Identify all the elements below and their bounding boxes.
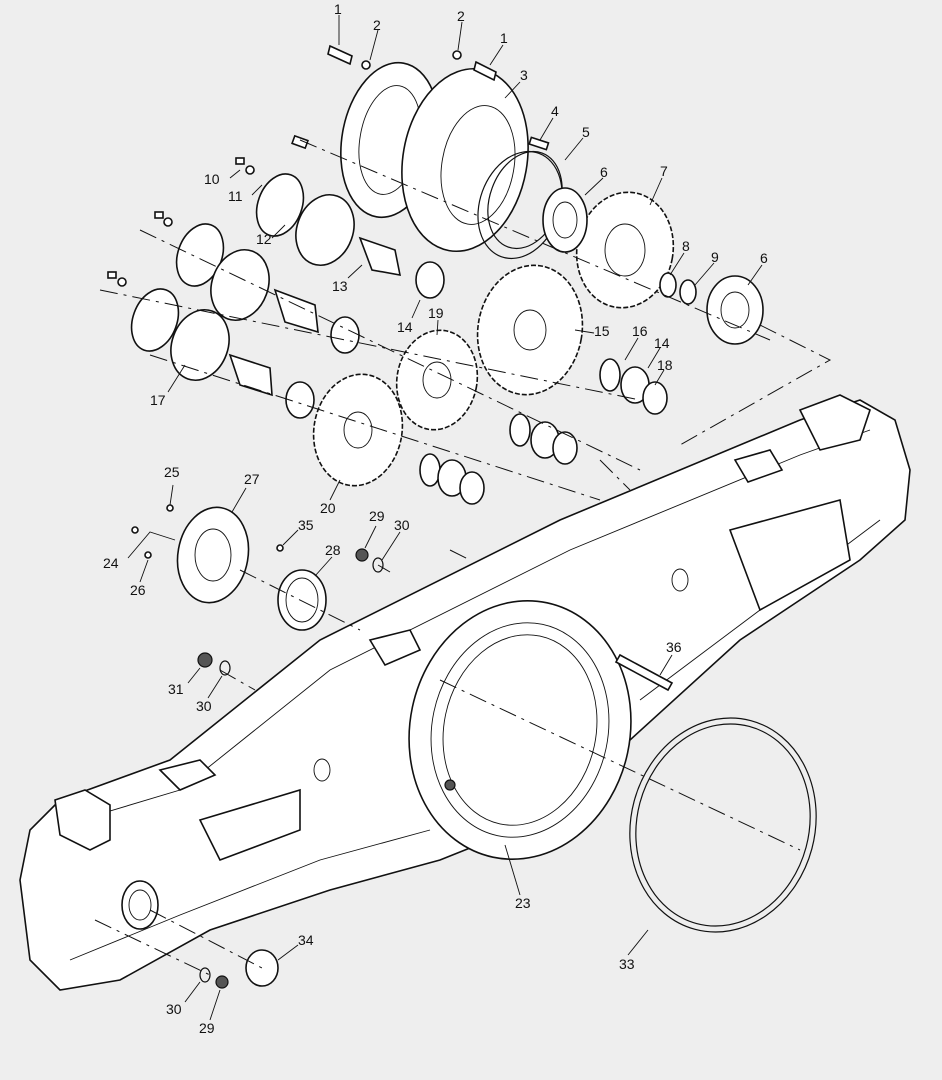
bearings-and-rings [285, 150, 764, 505]
callout-19: 19 [428, 305, 444, 321]
gear-train [312, 191, 675, 487]
callout-6a: 6 [600, 164, 608, 180]
callout-29b: 29 [199, 1020, 215, 1036]
callout-35: 35 [298, 517, 314, 533]
callout-30c: 30 [166, 1001, 182, 1017]
callout-26: 26 [130, 582, 146, 598]
callout-8: 8 [682, 238, 690, 254]
callout-28: 28 [325, 542, 341, 558]
callout-2b: 2 [457, 8, 465, 24]
callout-12: 12 [256, 231, 272, 247]
callout-31: 31 [168, 681, 184, 697]
callout-33: 33 [619, 956, 635, 972]
callout-29a: 29 [369, 508, 385, 524]
callout-27: 27 [244, 471, 260, 487]
callout-1b: 1 [500, 30, 508, 46]
assembly-centerlines [94, 139, 832, 976]
callout-16: 16 [632, 323, 648, 339]
callout-5: 5 [582, 124, 590, 140]
callout-30a: 30 [394, 517, 410, 533]
callout-2a: 2 [373, 17, 381, 33]
misc-parts [131, 504, 817, 989]
callout-20: 20 [320, 500, 336, 516]
callout-1a: 1 [334, 1, 342, 17]
callout-18: 18 [657, 357, 673, 373]
callout-3: 3 [520, 67, 528, 83]
callout-25: 25 [164, 464, 180, 480]
callout-11: 11 [228, 188, 243, 204]
callout-24: 24 [103, 555, 119, 571]
callout-15: 15 [594, 323, 610, 339]
callout-labels: 1 2 2 1 3 4 5 6 7 8 9 6 10 11 12 13 14 1… [103, 1, 768, 1036]
callout-30b: 30 [196, 698, 212, 714]
callout-6b: 6 [760, 250, 768, 266]
callout-4: 4 [551, 103, 559, 119]
upper-flange-assembly [291, 44, 563, 253]
callout-10: 10 [204, 171, 220, 187]
leader-lines [127, 15, 763, 1021]
callout-14b: 14 [654, 335, 670, 351]
left-plates-and-shafts [107, 157, 402, 397]
callout-7: 7 [660, 163, 668, 179]
callout-34: 34 [298, 932, 314, 948]
callout-14a: 14 [397, 319, 413, 335]
callout-36: 36 [666, 639, 682, 655]
callout-23: 23 [515, 895, 531, 911]
callout-13: 13 [332, 278, 348, 294]
final-drive-housing [19, 394, 911, 991]
callout-9: 9 [711, 249, 719, 265]
callout-17: 17 [150, 392, 166, 408]
